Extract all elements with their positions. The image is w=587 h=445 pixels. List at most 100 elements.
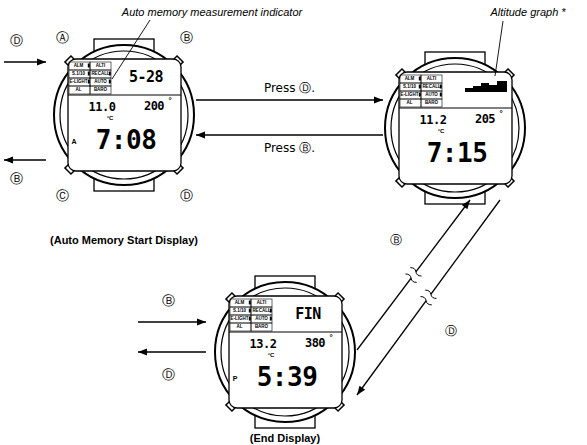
altitude-graph bbox=[465, 81, 507, 92]
mode-label: RECALL bbox=[91, 72, 109, 77]
watch-bezel bbox=[391, 64, 519, 192]
mode-label: AL bbox=[237, 325, 243, 330]
callout-label: Auto memory measurement indicator bbox=[122, 7, 302, 18]
mode-cell bbox=[69, 62, 90, 70]
button-letter: Ⓓ bbox=[180, 189, 193, 202]
mode-label: S.1/10 bbox=[72, 72, 85, 77]
lcd-time: 5:39 bbox=[257, 364, 318, 390]
edge-label: Press Ⓓ. bbox=[262, 81, 317, 95]
arrowhead bbox=[374, 97, 383, 104]
mode-cell bbox=[69, 70, 90, 78]
watch-body bbox=[215, 276, 355, 428]
arrowhead bbox=[357, 386, 365, 395]
mode-cell bbox=[400, 83, 421, 91]
mode-cell bbox=[251, 299, 272, 307]
lcd-reading: 380 bbox=[305, 337, 325, 349]
mode-cell bbox=[421, 83, 442, 91]
mode-label: ALTI bbox=[96, 64, 106, 69]
watch-bezel bbox=[221, 288, 349, 416]
mode-label: E-LIGHT bbox=[70, 80, 88, 85]
mode-label: E-LIGHT bbox=[401, 93, 419, 98]
mode-indicator bbox=[270, 317, 272, 321]
mode-indicator bbox=[419, 85, 421, 89]
arrowhead bbox=[138, 349, 147, 356]
mode-indicator bbox=[419, 93, 421, 97]
connector-line bbox=[357, 200, 500, 395]
mode-cell bbox=[90, 78, 111, 86]
mode-label: ALM bbox=[405, 77, 415, 82]
arrowhead bbox=[37, 59, 46, 66]
transition-arrow bbox=[357, 200, 500, 395]
watch-bezel bbox=[385, 58, 525, 198]
arrowhead bbox=[4, 157, 13, 164]
transition-arrow bbox=[357, 200, 470, 350]
mode-cell bbox=[230, 307, 251, 315]
mode-label: AL bbox=[407, 101, 413, 106]
mode-indicator bbox=[249, 309, 251, 313]
mode-label: BARO bbox=[255, 325, 268, 330]
mode-cell bbox=[90, 62, 111, 70]
mode-indicator bbox=[419, 77, 421, 81]
button-letter: Ⓓ bbox=[162, 368, 175, 381]
mode-label: BARO bbox=[94, 88, 107, 93]
lcd-display bbox=[229, 296, 342, 408]
mode-label: ALM bbox=[74, 64, 84, 69]
unit-symbol: °C bbox=[268, 352, 275, 358]
mode-arrow bbox=[138, 351, 206, 352]
watch-display: ALMALTIS.1/10RECALLE-LIGHTAUTOALBARO5-28… bbox=[52, 43, 196, 187]
lcd-display bbox=[68, 59, 181, 171]
watch-bezel bbox=[215, 282, 355, 422]
mode-label: ALM bbox=[235, 301, 245, 306]
mode-cell bbox=[421, 99, 442, 107]
mode-indicator bbox=[249, 317, 251, 321]
mode-cell bbox=[400, 75, 421, 83]
break-mark bbox=[420, 297, 431, 305]
button-letter: Ⓓ bbox=[10, 34, 23, 47]
mode-label: ALTI bbox=[427, 77, 437, 82]
mode-cell bbox=[421, 75, 442, 83]
mode-label: AUTO bbox=[94, 80, 107, 85]
button-letter: Ⓑ bbox=[162, 294, 175, 307]
mode-cell bbox=[400, 91, 421, 99]
lcd-reading: 13.2 bbox=[250, 338, 277, 350]
button-letter: Ⓑ bbox=[10, 172, 23, 185]
break-gap bbox=[426, 294, 431, 300]
mode-label: S.1/10 bbox=[233, 309, 246, 314]
lcd-reading: FIN bbox=[295, 307, 321, 322]
watch-display: ALMALTIS.1/10RECALLE-LIGHTAUTOALBARO11.2… bbox=[383, 56, 527, 200]
display-divider bbox=[399, 108, 512, 109]
mode-indicator bbox=[440, 93, 442, 97]
mode-arrow bbox=[138, 321, 206, 322]
mode-label: S.1/10 bbox=[403, 85, 416, 90]
mode-label: E-LIGHT bbox=[231, 317, 249, 322]
watch-bezel bbox=[54, 45, 194, 185]
mode-cell bbox=[421, 91, 442, 99]
display-caption: (End Display) bbox=[250, 433, 320, 444]
transition-arrow bbox=[196, 132, 383, 139]
mode-cell bbox=[69, 86, 90, 94]
unit-symbol: ° bbox=[499, 110, 502, 118]
arrowhead bbox=[197, 319, 206, 326]
mode-cell bbox=[90, 86, 111, 94]
mode-cell bbox=[251, 315, 272, 323]
button-letter: Ⓑ bbox=[180, 31, 193, 44]
lcd-time: 7:08 bbox=[96, 127, 157, 153]
arrowhead bbox=[462, 200, 470, 209]
edge-label: Press Ⓑ. bbox=[262, 141, 317, 155]
unit-symbol: ° bbox=[329, 334, 332, 342]
break-mark bbox=[410, 268, 421, 276]
mode-cell bbox=[251, 307, 272, 315]
mode-indicator bbox=[88, 64, 90, 68]
callout-label: Altitude graph * bbox=[490, 7, 565, 18]
watch-display: ALMALTIS.1/10RECALLE-LIGHTAUTOALBAROFIN1… bbox=[213, 280, 357, 424]
mode-label: RECALL bbox=[422, 85, 440, 90]
mode-label: BARO bbox=[425, 101, 438, 106]
leader-line bbox=[495, 21, 503, 76]
lcd-reading: 5-28 bbox=[129, 70, 163, 85]
break-mark bbox=[406, 274, 417, 282]
unit-symbol: ° bbox=[168, 97, 171, 105]
mode-label: RECALL bbox=[252, 309, 270, 314]
lcd-indicator: A bbox=[71, 138, 76, 145]
connector-line bbox=[196, 134, 383, 135]
display-divider bbox=[229, 332, 342, 333]
